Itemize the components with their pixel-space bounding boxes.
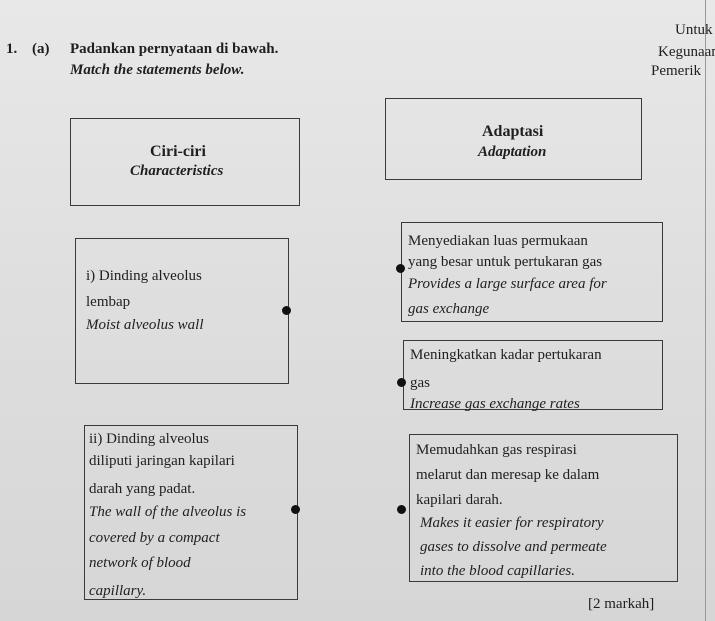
right-item-2-match-dot[interactable] [397,378,406,387]
instruction-english: Match the statements below. [70,62,245,78]
left-item-1-line-2: lembap [86,294,131,310]
right-item-3-line-5: gases to dissolve and permeate [420,539,607,555]
right-item-1-line-1: Menyediakan luas permukaan [408,233,588,249]
left-item-1-match-dot[interactable] [282,306,291,315]
left-item-1-line-1: i) Dinding alveolus [86,268,202,284]
right-item-3-line-1: Memudahkan gas respirasi [416,442,577,458]
left-item-2-line-3: darah yang padat. [89,481,196,497]
right-item-1-line-4: gas exchange [408,301,490,317]
margin-rule [705,0,706,621]
left-item-2-line-4: The wall of the alveolus is [89,504,247,520]
left-item-2-line-5: covered by a compact [89,530,220,546]
margin-line-2: Kegunaan [658,44,715,60]
right-item-2-line-3: Increase gas exchange rates [410,396,580,412]
left-item-1-line-3: Moist alveolus wall [86,317,204,333]
right-item-3-match-dot[interactable] [397,505,406,514]
right-item-1-line-3: Provides a large surface area for [408,276,607,292]
right-item-3-line-3: kapilari darah. [416,492,503,508]
header-left-english: Characteristics [130,163,224,179]
left-item-2-line-6: network of blood [89,555,191,571]
left-item-2-line-7: capillary. [89,583,147,599]
question-part: (a) [32,41,50,57]
instruction-malay: Padankan pernyataan di bawah. [70,41,279,57]
header-box-characteristics [70,118,300,206]
left-item-2-line-1: ii) Dinding alveolus [89,431,209,447]
left-item-2-match-dot[interactable] [291,505,300,514]
left-item-2-line-2: diliputi jaringan kapilari [89,453,235,469]
right-item-1-match-dot[interactable] [396,264,405,273]
left-item-box-1 [75,238,289,384]
header-box-adaptation [385,98,642,180]
header-right-malay: Adaptasi [482,123,544,140]
right-item-2-line-2: gas [410,375,430,391]
right-item-box-2 [403,340,663,410]
question-number: 1. [6,41,18,57]
right-item-box-3 [409,434,678,582]
margin-line-3: Pemerik [651,63,701,79]
margin-line-1: Untuk [675,22,713,38]
marks-label: [2 markah] [588,596,655,612]
right-item-3-line-4: Makes it easier for respiratory [420,515,604,531]
right-item-2-line-1: Meningkatkan kadar pertukaran [410,347,602,363]
right-item-3-line-2: melarut dan meresap ke dalam [416,467,600,483]
header-left-malay: Ciri-ciri [150,143,206,160]
right-item-1-line-2: yang besar untuk pertukaran gas [408,254,603,270]
header-right-english: Adaptation [478,144,547,160]
right-item-3-line-6: into the blood capillaries. [420,563,575,579]
